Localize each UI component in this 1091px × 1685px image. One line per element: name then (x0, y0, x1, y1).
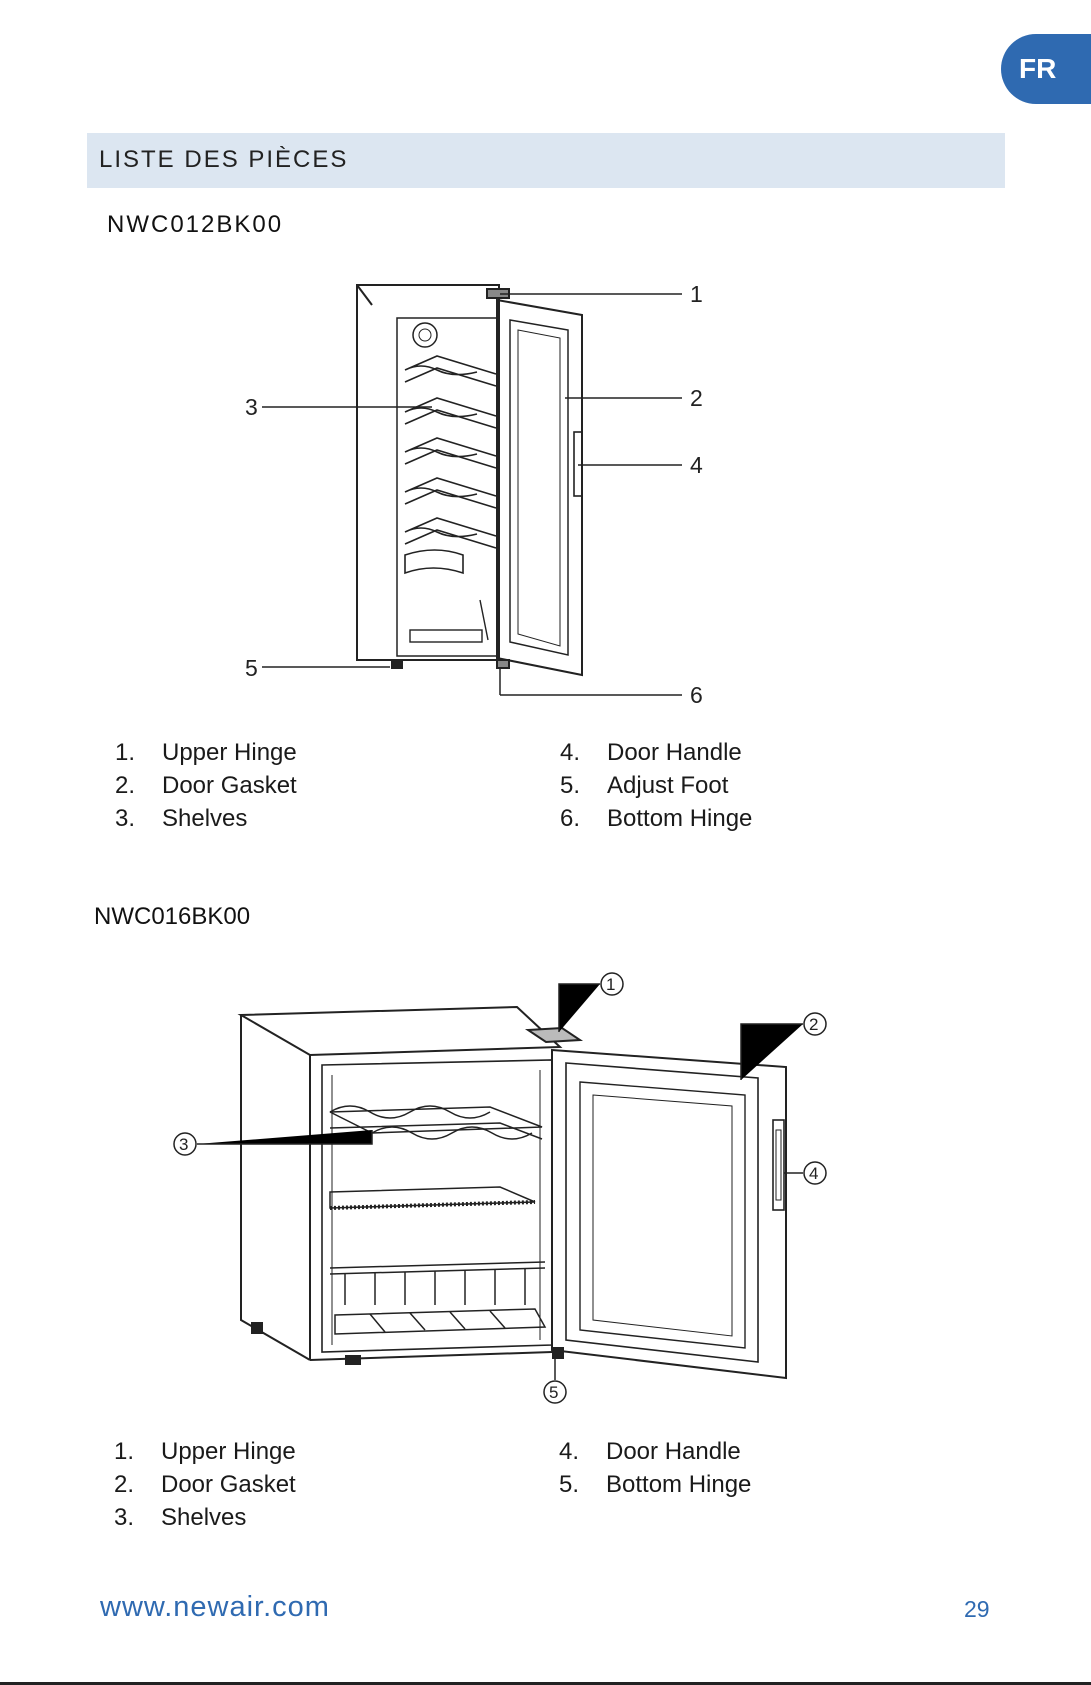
page-number: 29 (964, 1596, 990, 1623)
callout-3: 3 (179, 1135, 188, 1154)
footer-url-link[interactable]: www.newair.com (100, 1591, 330, 1624)
cabinet-top (241, 1007, 560, 1055)
callout-1: 1 (606, 975, 615, 994)
callout-4: 4 (809, 1164, 818, 1183)
callout-2: 2 (809, 1015, 818, 1034)
callout-5: 5 (549, 1383, 558, 1402)
